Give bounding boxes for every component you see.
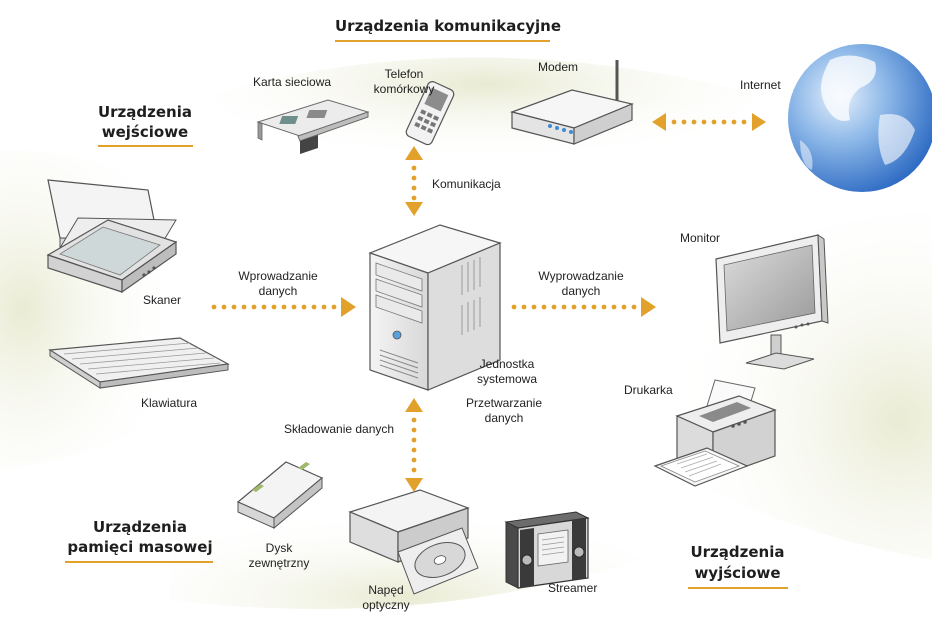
label-optical-line2: optyczny — [362, 598, 410, 612]
streamer-icon — [504, 511, 590, 589]
label-system-unit-line2: systemowa — [476, 372, 538, 386]
label-disk-line1: Dysk — [265, 541, 293, 555]
globe-icon — [788, 44, 932, 192]
blob-communication — [210, 57, 760, 190]
label-phone-line1: Telefon — [384, 67, 424, 81]
label-output-flow-line2: danych — [561, 284, 601, 298]
label-processing-line2: danych — [484, 411, 524, 425]
label-monitor: Monitor — [680, 231, 721, 245]
blob-input — [0, 150, 230, 470]
label-streamer: Streamer — [548, 581, 598, 595]
label-keyboard: Klawiatura — [141, 396, 198, 410]
heading-storage-line1: Urządzenia — [92, 518, 187, 536]
printer-icon — [653, 379, 777, 487]
heading-input-underline — [98, 145, 193, 147]
label-input-flow-line2: danych — [258, 284, 298, 298]
input-arrow — [211, 297, 356, 317]
keyboard-icon — [48, 337, 230, 389]
heading-output-line1: Urządzenia — [690, 543, 785, 561]
label-processing-line1: Przetwarzanie — [465, 396, 543, 410]
label-network-card: Karta sieciowa — [253, 75, 332, 89]
label-communication-flow: Komunikacja — [432, 177, 501, 191]
scanner-icon — [46, 179, 178, 294]
heading-storage-underline — [65, 561, 213, 563]
label-modem: Modem — [538, 60, 579, 74]
heading-storage-line2: pamięci masowej — [67, 538, 213, 556]
output-arrow — [511, 297, 656, 317]
modem-icon — [509, 60, 634, 145]
heading-communication-underline — [335, 40, 550, 42]
heading-output-line2: wyjściowe — [694, 564, 781, 582]
system-unit-icon — [368, 224, 502, 391]
label-internet: Internet — [740, 78, 781, 92]
label-phone-line2: komórkowy — [373, 82, 435, 96]
heading-communication: Urządzenia komunikacyjne — [335, 17, 562, 35]
optical-drive-icon — [348, 489, 479, 595]
internet-arrow — [652, 113, 766, 131]
mobile-phone-icon — [405, 81, 455, 146]
communication-arrow — [405, 146, 423, 216]
label-system-unit-line1: Jednostka — [479, 357, 535, 371]
network-card-icon — [256, 99, 370, 154]
label-disk-line2: zewnętrzny — [248, 556, 310, 570]
label-input-flow-line1: Wprowadzanie — [238, 269, 318, 283]
heading-input-line2: wejściowe — [101, 123, 189, 141]
storage-arrow — [405, 398, 423, 492]
label-optical-line1: Napęd — [368, 583, 404, 597]
label-printer: Drukarka — [624, 383, 673, 397]
external-disk-icon — [236, 461, 324, 530]
heading-output-underline — [688, 587, 788, 589]
monitor-icon — [715, 234, 829, 370]
label-scanner: Skaner — [143, 293, 182, 307]
heading-input-line1: Urządzenia — [97, 103, 192, 121]
label-storage-flow: Składowanie danych — [284, 422, 395, 436]
label-output-flow-line1: Wyprowadzanie — [538, 269, 624, 283]
